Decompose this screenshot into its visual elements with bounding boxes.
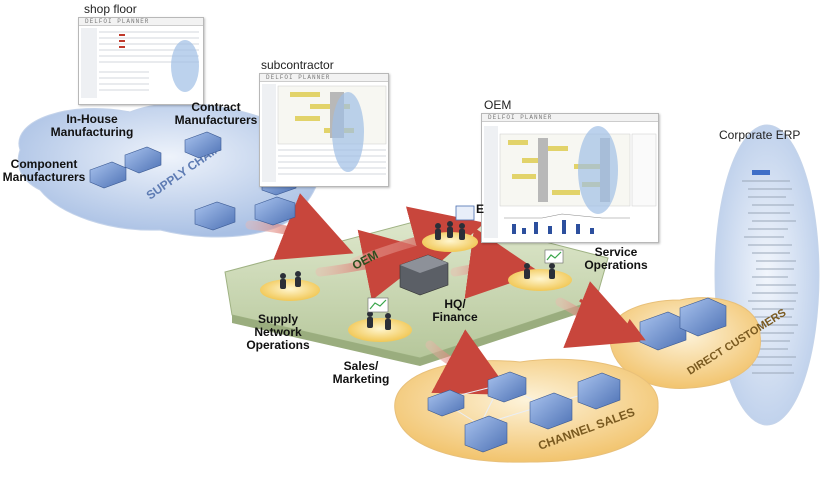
component-line1: Component — [10, 157, 78, 171]
shop-floor-screenshot: DELFOI PLANNER — [78, 17, 204, 105]
service-line2: Operations — [584, 258, 648, 272]
contract-line2: Manufacturers — [174, 113, 258, 127]
partial-e-label: E — [476, 202, 485, 216]
supply-network-line2: Network — [254, 325, 302, 339]
service-operations-label: Service Operations — [580, 246, 652, 272]
corporate-erp-caption: Corporate ERP — [719, 128, 801, 142]
platform-edge — [232, 300, 596, 366]
sales-line1: Sales/ — [343, 359, 379, 373]
oem-gantt — [484, 126, 657, 238]
service-line1: Service — [594, 245, 638, 259]
shop-floor-brand: DELFOI PLANNER — [79, 18, 203, 26]
oem-caption: OEM — [484, 98, 512, 112]
hq-finance-label: HQ/ Finance — [425, 298, 485, 324]
supply-network-line3: Operations — [246, 338, 310, 352]
people-figures — [280, 221, 555, 330]
contract-line1: Contract — [191, 100, 241, 114]
hq-line1: HQ/ — [444, 297, 466, 311]
oem-screenshot: DELFOI PLANNER — [481, 113, 659, 243]
in-house-line2: Manufacturing — [50, 125, 134, 139]
subcontractor-screenshot: DELFOI PLANNER — [259, 73, 389, 187]
shop-floor-table — [81, 28, 199, 98]
supply-network-operations-label: Supply Network Operations — [240, 313, 316, 352]
supply-network-line1: Supply — [257, 312, 298, 326]
subcontractor-brand: DELFOI PLANNER — [260, 74, 388, 82]
in-house-line1: In-House — [66, 112, 118, 126]
presentation-boards — [367, 205, 564, 313]
subcontractor-gantt — [262, 84, 387, 182]
subcontractor-caption: subcontractor — [261, 58, 334, 72]
hq-line2: Finance — [432, 310, 478, 324]
component-line2: Manufacturers — [2, 170, 86, 184]
shop-floor-caption: shop floor — [84, 2, 137, 16]
channel-buildings — [427, 371, 621, 453]
erp-link-arrow — [579, 298, 646, 341]
in-house-manufacturing-label: In-House Manufacturing — [50, 113, 134, 139]
oem-brand: DELFOI PLANNER — [482, 114, 658, 122]
hq-server — [399, 254, 449, 296]
contract-manufacturers-label: Contract Manufacturers — [172, 101, 260, 127]
sales-line2: Marketing — [332, 372, 390, 386]
direct-customer-buildings — [639, 297, 727, 351]
component-manufacturers-label: Component Manufacturers — [2, 158, 86, 184]
sales-marketing-label: Sales/ Marketing — [326, 360, 396, 386]
